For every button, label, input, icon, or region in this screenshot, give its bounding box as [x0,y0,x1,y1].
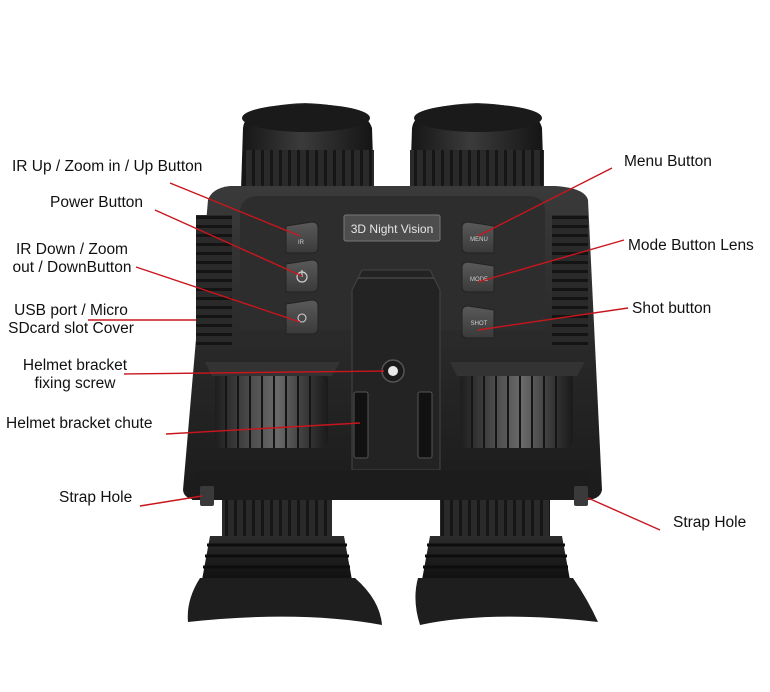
menu-button[interactable] [461,221,495,254]
label-power: Power Button [50,194,144,211]
leader-helmet-chute [165,422,361,435]
label-helmet-chute: Helmet bracket chute [6,415,153,432]
label-ir-down-line2: out / DownButton [12,259,132,276]
shot-button[interactable] [461,305,495,339]
label-ir-up: IR Up / Zoom in / Up Button [12,158,203,175]
helmet-bracket-screw [381,359,405,383]
strap-hole-right [574,486,588,506]
leader-strap-right [587,497,661,531]
leader-lines [88,167,661,531]
helmet-chute-left [353,391,369,459]
right-focus-wheel [450,362,585,448]
leader-strap-left [139,495,203,507]
strap-hole-left [200,486,214,506]
left-grip [196,215,232,350]
mode-button[interactable] [461,261,495,293]
leader-shot [477,307,629,331]
label-usb-line2: SDcard slot Cover [8,320,134,337]
label-ir-down-line1: IR Down / Zoom [16,241,128,258]
label-mode: Mode Button Lens [628,237,754,254]
label-menu: Menu Button [624,153,712,170]
leader-menu [477,167,613,237]
display-text: 3D Night Vision [351,222,434,236]
right-objective [410,103,544,190]
label-usb-line1: USB port / Micro [14,302,128,319]
ir-up-marking: IR [298,240,305,246]
left-focus-wheel [205,362,340,448]
label-helmet-screw-line1: Helmet bracket [22,357,128,374]
zoom-out-icon [297,313,307,323]
leader-helmet-screw [123,370,385,375]
label-strap-left: Strap Hole [59,489,133,506]
mode-marking: MODE [470,277,488,283]
label-helmet-screw: Helmet bracket fixing screw [10,357,140,393]
left-eyepiece [187,500,382,625]
right-eyepiece [415,500,598,625]
ir-down-button[interactable] [285,299,319,335]
left-objective [241,103,374,190]
label-helmet-screw-line2: fixing screw [34,375,116,392]
display-plate [343,214,441,242]
label-shot: Shot button [632,300,712,317]
label-ir-down: IR Down / Zoom out / DownButton [4,241,140,277]
right-grip [552,215,588,350]
leader-mode [477,239,625,283]
leader-ir-up [169,182,301,237]
menu-marking: MENU [470,237,488,243]
label-strap-right: Strap Hole [673,514,747,531]
helmet-chute-right [417,391,433,459]
shot-marking: SHOT [471,321,488,327]
leader-power [154,209,303,277]
leader-ir-down [135,266,301,323]
label-usb: USB port / Micro SDcard slot Cover [2,302,140,338]
ir-up-button[interactable] [285,221,319,254]
